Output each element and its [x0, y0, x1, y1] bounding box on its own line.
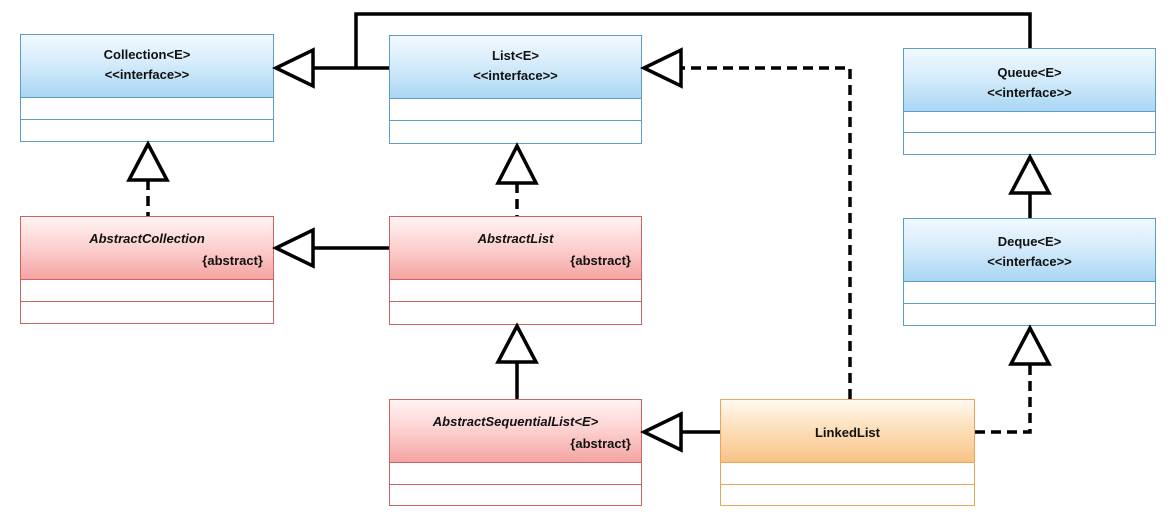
- attributes-compartment: [721, 463, 974, 485]
- attributes-compartment: [21, 98, 273, 120]
- class-stereotype: <<interface>>: [987, 254, 1072, 269]
- abstract-sequential-list-box[interactable]: AbstractSequentialList<E> {abstract}: [389, 399, 642, 506]
- class-header: AbstractSequentialList<E> {abstract}: [390, 400, 641, 463]
- list-interface-box[interactable]: List<E> <<interface>>: [389, 35, 642, 144]
- class-header: AbstractList {abstract}: [390, 217, 641, 280]
- arrowhead-abstractsequentiallist: [639, 411, 683, 453]
- arrowhead-list-from-linkedlist: [639, 47, 683, 89]
- abstract-modifier: {abstract}: [202, 253, 263, 268]
- class-header: AbstractCollection {abstract}: [21, 217, 273, 280]
- class-name: AbstractList: [477, 231, 554, 246]
- arrowhead-deque: [1008, 324, 1052, 366]
- class-name: AbstractCollection: [89, 231, 205, 246]
- arrowhead-list-from-abstractlist: [495, 142, 539, 185]
- arrowhead-collection-from-list: [271, 47, 315, 89]
- abstract-modifier: {abstract}: [570, 253, 631, 268]
- class-stereotype: <<interface>>: [473, 68, 558, 83]
- class-header: LinkedList: [721, 400, 974, 463]
- arrowhead-collection-from-abstractcollection: [126, 140, 170, 182]
- arrowhead-queue: [1008, 153, 1052, 195]
- class-stereotype: <<interface>>: [104, 67, 190, 82]
- collection-interface-box[interactable]: Collection<E> <<interface>>: [20, 34, 274, 142]
- class-name: Deque<E>: [997, 234, 1062, 249]
- abstract-collection-box[interactable]: AbstractCollection {abstract}: [20, 216, 274, 324]
- arrowhead-abstractlist: [495, 322, 539, 364]
- class-header: List<E> <<interface>>: [390, 36, 641, 99]
- abstract-list-box[interactable]: AbstractList {abstract}: [389, 216, 642, 325]
- attributes-compartment: [390, 99, 641, 121]
- class-name: List<E>: [492, 48, 539, 63]
- class-header: Queue<E> <<interface>>: [904, 49, 1155, 112]
- class-name: LinkedList: [814, 425, 880, 440]
- class-name: Collection<E>: [103, 47, 191, 62]
- edge-queue-to-collection: [354, 12, 1032, 68]
- linked-list-box[interactable]: LinkedList: [720, 399, 975, 506]
- class-stereotype: <<interface>>: [987, 85, 1072, 100]
- attributes-compartment: [390, 280, 641, 302]
- deque-interface-box[interactable]: Deque<E> <<interface>>: [903, 218, 1156, 326]
- abstract-modifier: {abstract}: [570, 436, 631, 451]
- edge-linkedlist-realizes-list: [680, 66, 852, 399]
- attributes-compartment: [904, 112, 1155, 133]
- arrowhead-abstractcollection: [271, 227, 315, 269]
- class-header: Collection<E> <<interface>>: [21, 35, 273, 98]
- edge-linkedlist-realizes-deque: [975, 364, 1032, 434]
- attributes-compartment: [904, 282, 1155, 304]
- class-name: Queue<E>: [997, 65, 1062, 80]
- class-header: Deque<E> <<interface>>: [904, 219, 1155, 282]
- class-name: AbstractSequentialList<E>: [432, 414, 599, 429]
- attributes-compartment: [21, 280, 273, 302]
- attributes-compartment: [390, 463, 641, 485]
